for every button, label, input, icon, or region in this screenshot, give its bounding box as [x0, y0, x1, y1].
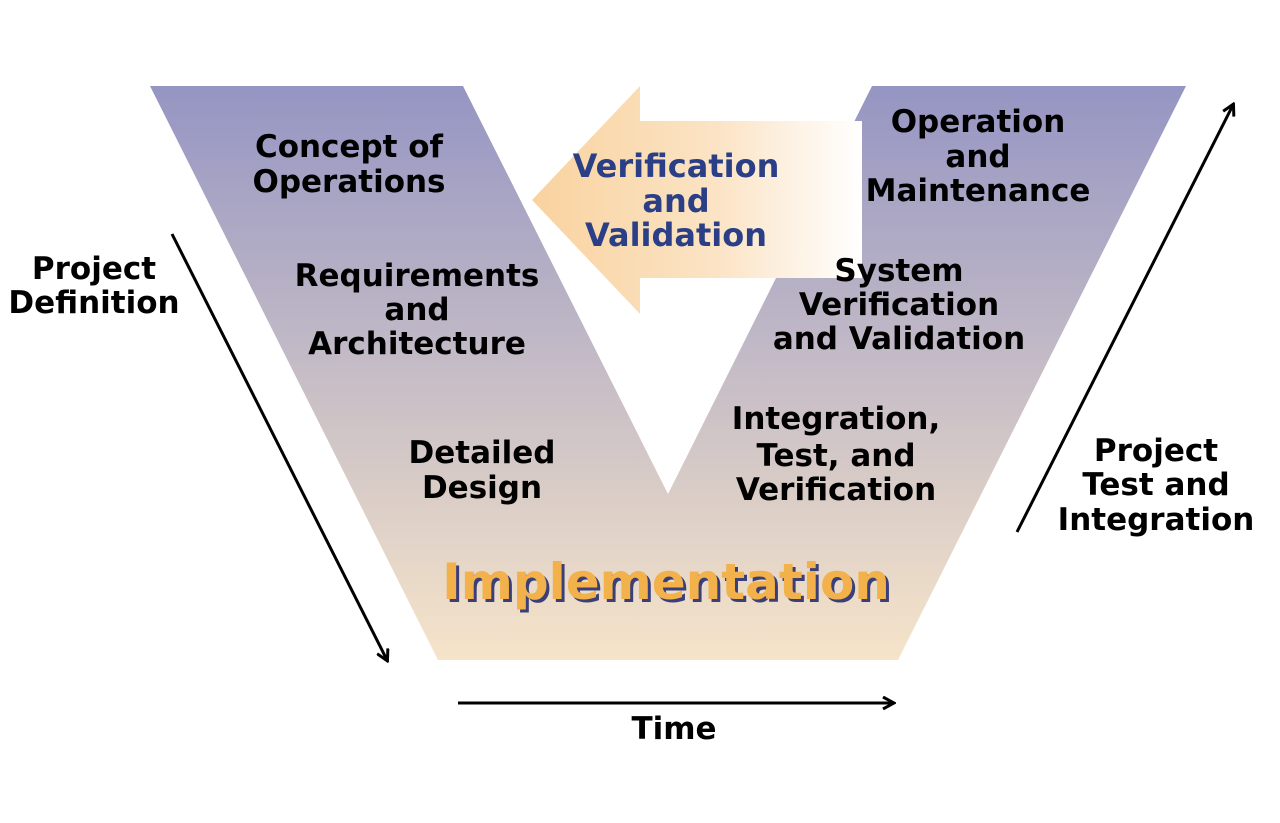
operation-line-1: Operation — [891, 104, 1066, 140]
detailed-line-1: Detailed — [409, 435, 556, 471]
vv-line-2: and — [642, 182, 709, 220]
integration-line-3: Verification — [736, 472, 936, 508]
concept-line-2: Operations — [252, 164, 445, 200]
system-line-1: System — [834, 253, 963, 289]
operation-line-2: and — [945, 139, 1010, 175]
project-test-arrow — [1015, 105, 1233, 533]
project-definition-arrow — [170, 233, 387, 660]
project-test-line-3: Integration — [1058, 502, 1255, 538]
vv-line-1: Verification — [573, 147, 780, 185]
time-label: Time — [631, 711, 716, 747]
project-test-line-2: Test and — [1082, 467, 1229, 503]
requirements-line-2: and — [384, 292, 449, 328]
concept-line-1: Concept of — [255, 129, 444, 165]
implementation-shadow: Implementation — [445, 556, 893, 614]
project-test-line-1: Project — [1094, 433, 1218, 469]
requirements-line-3: Architecture — [308, 326, 526, 362]
v-band — [150, 86, 1186, 660]
requirements-line-1: Requirements — [295, 258, 540, 294]
operation-line-3: Maintenance — [866, 173, 1091, 209]
integration-line-2: Test, and — [756, 438, 915, 474]
verification-arrow — [532, 86, 862, 314]
vv-line-3: Validation — [585, 216, 767, 254]
implementation-label: Implementation — [442, 553, 890, 611]
integration-line-1: Integration, — [732, 401, 940, 437]
project-definition-line-2: Definition — [8, 285, 179, 321]
system-line-2: Verification — [799, 287, 999, 323]
detailed-line-2: Design — [422, 470, 542, 506]
system-line-3: and Validation — [773, 321, 1025, 357]
project-definition-line-1: Project — [32, 251, 156, 287]
